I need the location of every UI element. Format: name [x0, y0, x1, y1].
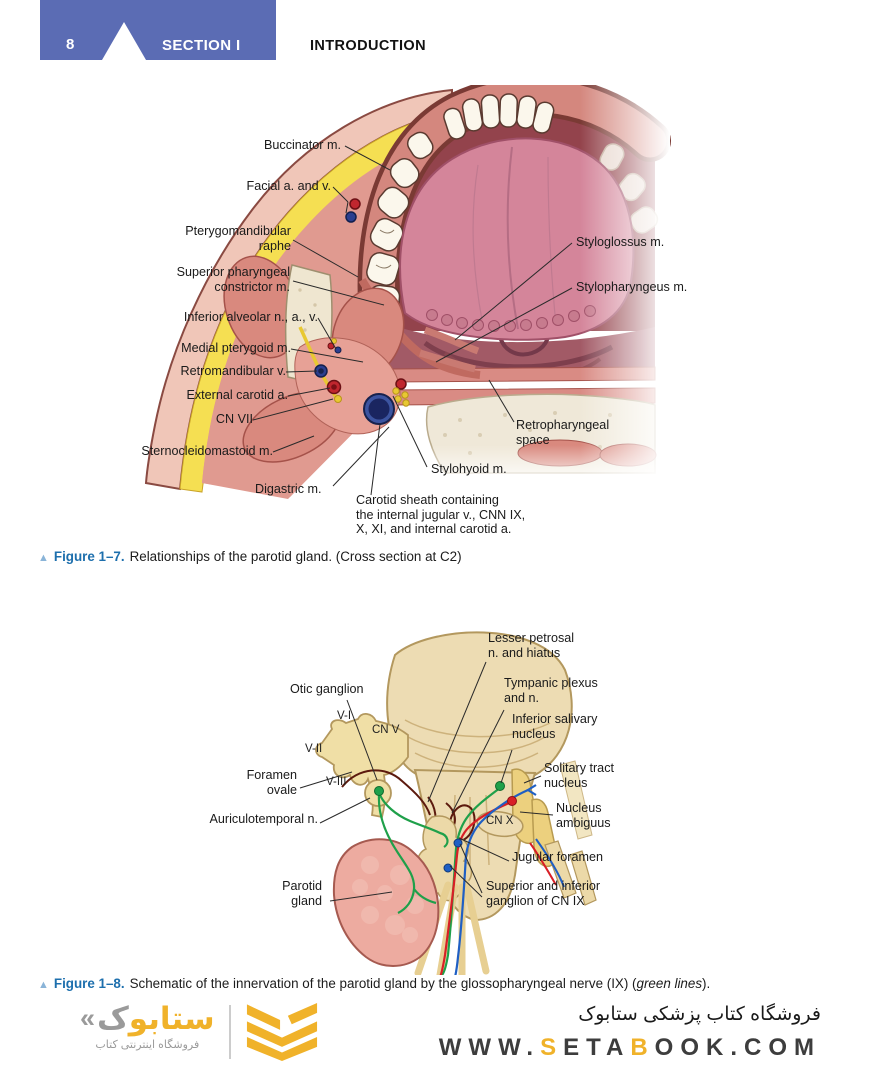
figure1-panel: Buccinator m. Facial a. and v. Pterygoma…	[0, 85, 873, 550]
label-medial-pterygoid: Medial pterygoid m.	[181, 341, 291, 355]
figure2-panel: Lesser petrosal n. and hiatus Otic gangl…	[0, 625, 873, 977]
label-carotid-sheath: Carotid sheath containing the internal j…	[356, 493, 526, 537]
leader-lines	[252, 145, 573, 496]
label-parotid-gland: Parotid gland	[282, 879, 322, 908]
label-retropharyngeal-space: Retropharyngeal space	[516, 418, 610, 447]
figure1-number: Figure 1–7.	[53, 549, 125, 564]
label-buccinator: Buccinator m.	[264, 138, 341, 152]
caption-triangle-icon: ▲	[38, 979, 49, 991]
header-banner: 8 SECTION I	[40, 0, 276, 60]
logo-divider	[228, 1005, 231, 1059]
label-tympanic-plexus: Tympanic plexus and n.	[504, 676, 598, 705]
brand-gray-part: ک	[97, 1001, 129, 1036]
section-label: SECTION I	[162, 37, 241, 54]
figure2-caption-text: Schematic of the innervation of the paro…	[129, 976, 637, 991]
glossopharyngeal-green-path	[377, 787, 501, 975]
label-auriculotemporal: Auriculotemporal n.	[209, 812, 319, 826]
footer-watermark: « ستابوک فروشگاه اینترنتی کتاب فروشگاه ک…	[0, 995, 873, 1079]
b-gold: B	[630, 1034, 655, 1061]
website-link[interactable]: WWW.SETABOOK.COM	[439, 1034, 821, 1062]
logo-tagline: فروشگاه اینترنتی کتاب	[95, 1039, 200, 1051]
figure1-illustration	[144, 85, 673, 550]
label-v2: V-II	[305, 743, 323, 755]
label-cn-x: CN X	[486, 815, 514, 827]
figure2-caption-italic: green lines	[636, 976, 703, 991]
label-pterygomandibular-raphe: Pterygomandibular raphe	[185, 224, 291, 253]
chapter-title: INTRODUCTION	[310, 38, 426, 54]
www-part: WWW.	[438, 1034, 541, 1061]
bottom-fade	[420, 445, 673, 485]
ook-part: OOK.COM	[654, 1034, 821, 1061]
label-jugular-foramen: Jugular foramen	[512, 850, 604, 864]
logo-wordmark: « ستابوک فروشگاه اینترنتی کتاب	[80, 1003, 215, 1051]
figure2-number: Figure 1–8.	[53, 976, 125, 991]
label-v3: V-III	[326, 776, 347, 788]
label-foramen-ovale: Foramen ovale	[246, 768, 297, 797]
label-retromandibular: Retromandibular v.	[180, 364, 286, 378]
trigeminal-nerve	[315, 713, 409, 819]
chevron-logo-icon	[246, 1003, 317, 1061]
eta-part: ETA	[563, 1034, 631, 1061]
store-block: فروشگاه کتاب پزشکی ستابوک WWW.SETABOOK.C…	[439, 1003, 821, 1062]
brand-name: ستابوک	[97, 1003, 215, 1034]
label-facial-a-v: Facial a. and v.	[246, 179, 331, 193]
store-title: فروشگاه کتاب پزشکی ستابوک	[578, 1004, 821, 1025]
caption-triangle-icon: ▲	[38, 552, 49, 564]
vessels	[314, 198, 410, 407]
carotid-sheath	[363, 393, 395, 425]
label-inferior-salivary-nucleus: Inferior salivary nucleus	[512, 712, 598, 741]
page-number: 8	[66, 36, 75, 53]
s-gold: S	[540, 1034, 564, 1061]
setabook-logo: « ستابوک فروشگاه اینترنتی کتاب	[80, 1003, 319, 1061]
vagus-red-path	[439, 801, 510, 975]
sensory-blue-path	[454, 784, 537, 975]
figure2-caption: ▲ Figure 1–8. Schematic of the innervation…	[38, 976, 710, 991]
label-sternocleidomastoid: Sternocleidomastoid m.	[141, 444, 273, 458]
label-inferior-alveolar: Inferior alveolar n., a., v.	[183, 310, 318, 324]
label-lesser-petrosal: Lesser petrosal n. and hiatus	[488, 631, 575, 660]
vagus-red-blue-accessory	[529, 838, 565, 888]
label-v1: V-I	[337, 710, 352, 722]
triangle-notch-icon	[102, 22, 146, 60]
label-otic-ganglion: Otic ganglion	[290, 682, 364, 696]
figure1-caption-text: Relationships of the parotid gland. (Cro…	[129, 549, 462, 564]
label-external-carotid: External carotid a.	[186, 388, 288, 402]
label-cn-v: CN V	[372, 724, 400, 736]
label-cn-vii: CN VII	[215, 412, 253, 426]
label-superior-pharyngeal-constrictor: Superior pharyngeal constrictor m.	[176, 265, 290, 294]
label-digastric: Digastric m.	[255, 482, 322, 496]
leader-lines	[299, 661, 554, 902]
label-stylohyoid: Stylohyoid m.	[431, 462, 507, 476]
figure2-caption-end: ).	[702, 976, 711, 991]
label-solitary-tract-nucleus: Solitary tract nucleus	[544, 761, 614, 790]
label-nucleus-ambiguus: Nucleus ambiguus	[556, 801, 611, 830]
figure1-caption: ▲ Figure 1–7. Relationships of the parotid…	[38, 549, 462, 564]
label-superior-inferior-ganglion: Superior and inferior ganglion of CN IX	[486, 879, 601, 908]
brand-gold-part: ستابو	[128, 1001, 215, 1036]
guillemet-icon: «	[80, 1003, 96, 1033]
label-styloglossus: Styloglossus m.	[576, 235, 665, 249]
figure2-illustration	[299, 631, 597, 975]
label-stylopharyngeus: Stylopharyngeus m.	[576, 280, 688, 294]
